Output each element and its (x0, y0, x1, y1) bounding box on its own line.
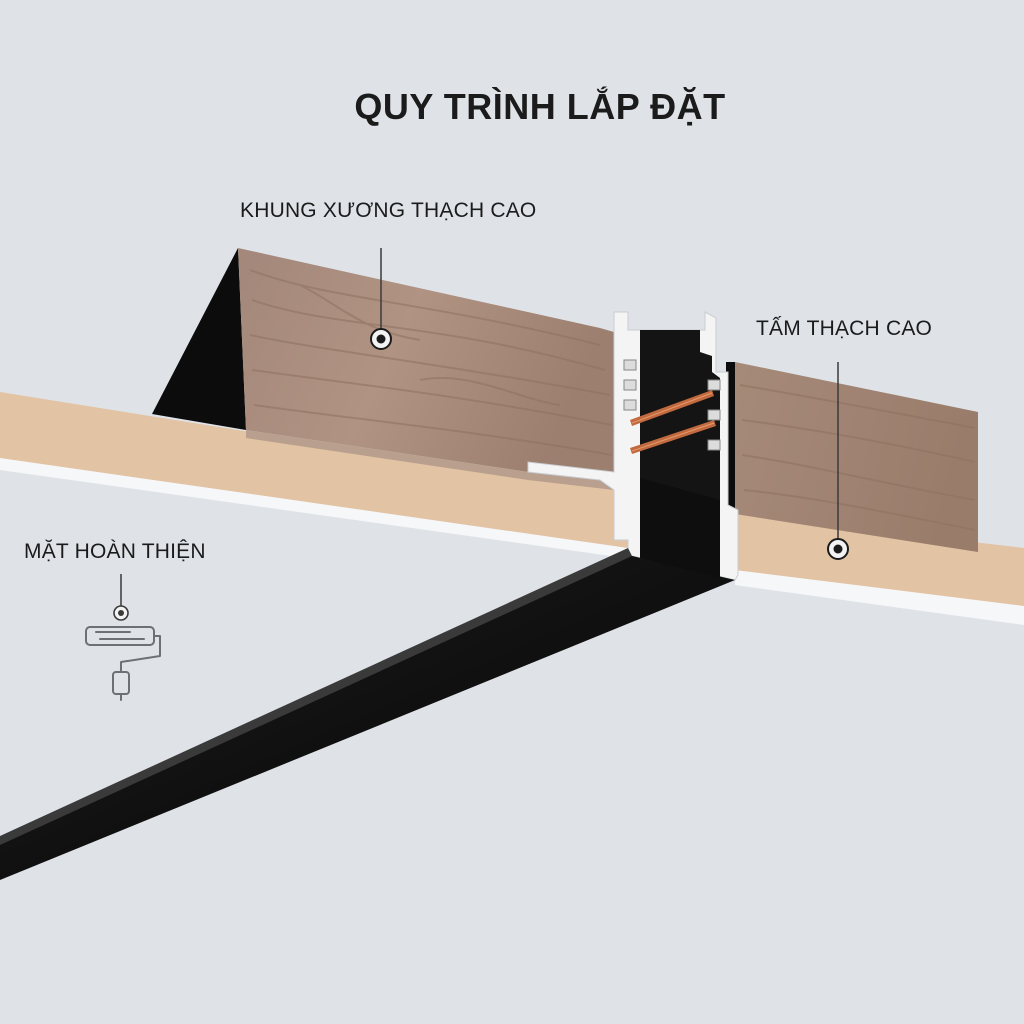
track-drop (640, 478, 720, 578)
profile-clips (623, 359, 721, 451)
page-title: QUY TRÌNH LẮP ĐẶT (354, 86, 726, 127)
copper-conductors (630, 390, 716, 454)
magnetic-track (0, 555, 735, 880)
gypsum-board-right (735, 514, 1024, 606)
gypsum-board-left (0, 392, 628, 548)
label-gypsum-board: TẤM THẠCH CAO (756, 317, 933, 340)
magnetic-track-top (0, 548, 632, 845)
label-gypsum-frame: KHUNG XƯƠNG THẠCH CAO (240, 199, 537, 222)
board-marker-icon (827, 538, 849, 560)
ceiling-edge-highlight (0, 455, 640, 560)
wood-grain-left (249, 269, 613, 456)
frame-shadow (152, 248, 246, 430)
label-finished-surface: MẶT HOÀN THIỆN (24, 540, 206, 563)
paint-roller-icon (85, 626, 161, 701)
frame-marker-icon (370, 328, 392, 350)
ceiling-edge-highlight-right (735, 568, 1024, 625)
wood-frame-left-bottom (246, 430, 614, 490)
wood-grain-right (739, 384, 976, 531)
finish-marker-icon (113, 605, 129, 621)
wood-frame-right (735, 362, 978, 552)
